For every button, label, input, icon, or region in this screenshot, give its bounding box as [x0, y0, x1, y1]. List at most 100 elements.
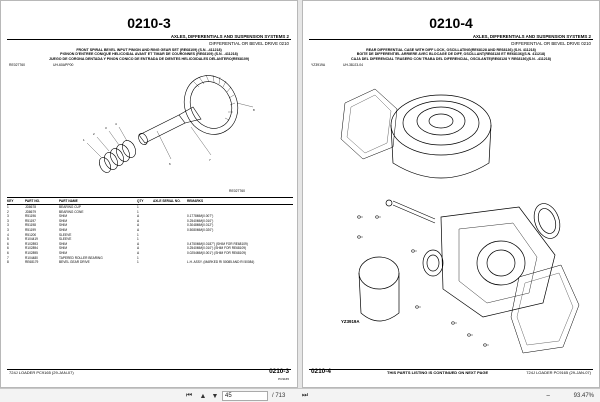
cell-qty: A [137, 246, 140, 251]
cell-key: 1 [7, 205, 9, 209]
zoom-out-button[interactable]: − [544, 391, 552, 401]
differential-case-drawing [340, 88, 580, 354]
col-key: KEY [7, 199, 14, 203]
group-title-line: CAJA DEL DIFERENCIAL TRASERO CON TRABA D… [351, 56, 551, 61]
cell-part-no: R102894 [25, 246, 38, 251]
cell-part-name: BEARING CUP [59, 205, 81, 209]
cell-qty: 1 [137, 232, 139, 237]
page-number-input[interactable]: 45 [222, 391, 268, 401]
group-title-right: REAR DIFFERENTIAL CASE WITH DIFF LOCK, O… [323, 48, 579, 61]
group-title-line: FRONT SPIRAL BEVEL INPUT PINION AND RING… [76, 48, 222, 52]
callout: 7 [209, 158, 211, 162]
cell-part-name: BEARING CONE [59, 209, 84, 214]
last-page-icon: ⏭ [301, 392, 309, 399]
cell-qty: A [137, 241, 140, 246]
cell-qty: 1 [137, 209, 139, 214]
cell-part-no: R51200 [25, 232, 37, 237]
cell-part-no: R51197 [25, 218, 36, 223]
cell-key: 6 [7, 246, 9, 251]
figure-label-right: YZ3919A [341, 319, 360, 324]
cell-key: 3 [7, 214, 9, 219]
footer-page-number-right: 0210-4 [311, 368, 331, 375]
cell-key: 3 [7, 223, 9, 228]
cell-key: 3 [7, 218, 9, 223]
first-page-icon: ⏮ [185, 392, 193, 399]
page-number-right: 0210-4 [429, 15, 473, 31]
footer-rule-left [7, 369, 291, 370]
first-page-button[interactable]: ⏮ [184, 391, 194, 401]
group-title-line: REAR DIFFERENTIAL CASE WITH DIFF LOCK, O… [366, 48, 536, 52]
cell-key: 6 [7, 250, 9, 255]
document-page-left: 0210-3 AXLES, DIFFERENTIALS AND SUSPENSI… [0, 0, 298, 388]
zoom-level[interactable]: 93.47% [573, 393, 594, 399]
cell-key: 5 [7, 237, 9, 242]
cell-part-name: SLEEVE [59, 237, 72, 242]
previous-page-button[interactable]: ▲ [198, 391, 208, 401]
col-remarks: REMARKS [187, 199, 204, 203]
cell-key: 2 [7, 209, 9, 214]
drawing-code-left: UH-60APP00 [53, 63, 74, 67]
cell-remarks: 0.4750MM(0.0187") (SHIM FOR RE68109) [187, 241, 248, 246]
sub-system-left: DIFFERENTIAL OR BEVEL DRIVE 0210 [209, 41, 289, 46]
chevron-down-icon: ▼ [211, 392, 219, 400]
header-rule-right [309, 39, 593, 40]
last-page-button[interactable]: ⏭ [300, 391, 310, 401]
cell-part-name: TAPERED ROLLER BEARING [59, 255, 103, 260]
cell-part-name: SHIM [59, 246, 67, 251]
cell-part-name: BEVEL GEAR DRIVE [59, 260, 90, 265]
cell-key: 8 [7, 260, 9, 265]
cell-key: 7 [7, 255, 9, 260]
col-part-no: PART NO. [25, 199, 40, 203]
footer-left-text: 724J LOADER PC9165 (29-JAN-07) [9, 370, 74, 375]
cell-remarks: L.H. ASSY. (MARKED RI 50085 AND RI 50084… [187, 260, 255, 265]
viewer-toolbar: ⏮ ▲ ▼ 45 / 713 ⏭ − 93.47% [0, 388, 600, 402]
col-qty: QTY [137, 199, 144, 203]
col-part-name: PART NAME [59, 199, 78, 203]
header-rule-left [7, 39, 291, 40]
cell-part-no: R102895 [25, 250, 38, 255]
callout: 4 [115, 122, 117, 126]
cell-remarks: 0.0254MM(0.001") (SHIM FOR RE68109) [187, 250, 247, 255]
callout: 8 [253, 108, 255, 112]
cell-part-name: SHIM [59, 214, 67, 219]
document-page-right: 0210-4 AXLES, DIFFERENTIALS AND SUSPENSI… [302, 0, 600, 388]
cell-key: 3 [7, 227, 9, 232]
cell-part-name: SHIM [59, 250, 67, 255]
callout: 3 [105, 126, 107, 130]
cell-part-no: R104419 [25, 237, 38, 242]
cell-key: 4 [7, 232, 9, 237]
group-title-line: BOITE DE DIFFERENTIEL ARRIERE AVEC BLOCA… [356, 52, 546, 57]
cell-part-name: SHIM [59, 218, 67, 223]
cell-part-name: SHIM [59, 223, 67, 228]
figure-label-left: RE027760 [229, 189, 246, 193]
cell-qty: 1 [137, 237, 139, 242]
group-title-line: JUEGO DE CORONA DENTADA Y PINON CONICO D… [48, 56, 250, 61]
group-title-line: PIGNON D'ENTREE CONIQUE HELICOIDAL AVANT… [60, 52, 238, 57]
chevron-up-icon: ▲ [199, 392, 207, 400]
sub-system-right: DIFFERENTIAL OR BEVEL DRIVE 0210 [511, 41, 591, 46]
cell-part-no: RE68179 [25, 260, 39, 265]
footer-right-text: 724J LOADER PC9165 (29-JAN-07) [526, 370, 591, 375]
cell-remarks: 0.1778MM(0.007") [187, 214, 214, 219]
callout: 1 [83, 138, 85, 142]
cell-part-no: JD8679 [25, 209, 36, 214]
col-serial: AXLE SERIAL NO. [153, 199, 181, 203]
continued-notice: THIS PARTS LISTING IS CONTINUED ON NEXT … [387, 370, 489, 375]
footer-small-left: PC9165 [278, 377, 289, 381]
cell-remarks: 0.3048MM(0.012") [187, 223, 214, 228]
table-row: 7 R104480 TAPERED ROLLER BEARING 1 [7, 256, 293, 261]
system-title-left: AXLES, DIFFERENTIALS AND SUSPENSION SYST… [170, 34, 289, 39]
footer-rule-right [309, 369, 593, 370]
next-page-button[interactable]: ▼ [210, 391, 220, 401]
cell-part-no: R104480 [25, 255, 38, 260]
cell-qty: 1 [137, 255, 139, 260]
pinion-gear-drawing: 1 2 3 4 6 7 8 [83, 74, 255, 173]
cell-qty: A [137, 218, 140, 223]
